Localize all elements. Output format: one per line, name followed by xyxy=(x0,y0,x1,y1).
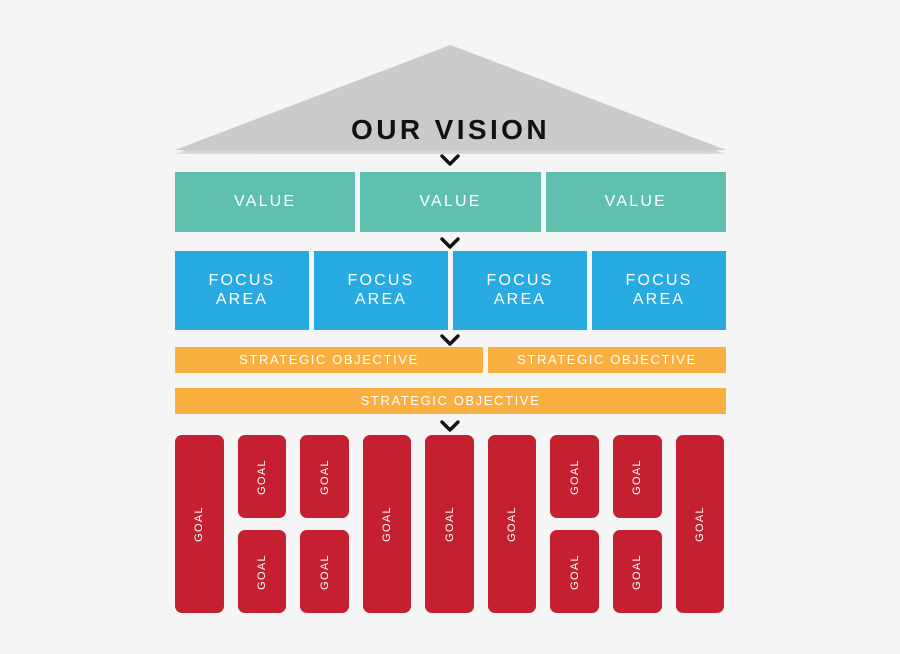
goal-column: GOAL GOAL xyxy=(237,435,287,613)
goal-box[interactable]: GOAL xyxy=(362,435,412,613)
goal-label: GOAL xyxy=(693,506,706,542)
strategic-objective-label: STRATEGIC OBJECTIVE xyxy=(360,393,541,409)
goal-label: GOAL xyxy=(568,553,581,590)
value-label: VALUE xyxy=(604,192,667,210)
goal-label: GOAL xyxy=(631,458,644,495)
focus-area-label-line2: AREA xyxy=(354,290,408,308)
goal-box[interactable]: GOAL xyxy=(300,530,349,613)
focus-area-label-line1: FOCUS xyxy=(347,271,415,289)
focus-area-label-line1: FOCUS xyxy=(208,271,276,289)
goal-label: GOAL xyxy=(255,553,268,590)
goal-box[interactable]: GOAL xyxy=(675,435,725,613)
focus-area-label-line1: FOCUS xyxy=(486,271,554,289)
focus-area-label-line2: AREA xyxy=(493,290,547,308)
goal-label: GOAL xyxy=(568,458,581,495)
goal-label: GOAL xyxy=(318,458,331,495)
value-box[interactable]: VALUE xyxy=(175,172,356,232)
goal-box[interactable]: GOAL xyxy=(550,435,599,518)
focus-area-label-line2: AREA xyxy=(632,290,686,308)
value-label: VALUE xyxy=(419,192,482,210)
value-box[interactable]: VALUE xyxy=(545,172,726,232)
strategic-objective-box[interactable]: STRATEGIC OBJECTIVE xyxy=(175,388,726,414)
goal-label: GOAL xyxy=(255,458,268,495)
goal-label: GOAL xyxy=(380,506,393,542)
value-box[interactable]: VALUE xyxy=(360,172,541,232)
strategic-objectives-row-1: STRATEGIC OBJECTIVE STRATEGIC OBJECTIVE xyxy=(175,347,726,373)
focus-area-label-line2: AREA xyxy=(215,290,269,308)
chevron-down-icon xyxy=(439,419,461,433)
goal-box[interactable]: GOAL xyxy=(300,435,349,518)
goal-box[interactable]: GOAL xyxy=(612,530,662,613)
strategic-objective-label: STRATEGIC OBJECTIVE xyxy=(517,352,697,368)
focus-area-label-line1: FOCUS xyxy=(625,271,693,289)
goal-box[interactable]: GOAL xyxy=(175,435,224,613)
goal-column: GOAL xyxy=(175,435,224,613)
goal-label: GOAL xyxy=(193,506,206,542)
goal-box[interactable]: GOAL xyxy=(612,435,662,518)
chevron-down-icon xyxy=(439,333,461,347)
strategic-objective-box[interactable]: STRATEGIC OBJECTIVE xyxy=(175,347,483,373)
strategic-objectives-row-2: STRATEGIC OBJECTIVE xyxy=(175,388,726,414)
goal-column: GOAL xyxy=(425,435,474,613)
strategic-objective-box[interactable]: STRATEGIC OBJECTIVE xyxy=(488,347,726,373)
value-label: VALUE xyxy=(234,192,297,210)
goal-label: GOAL xyxy=(631,553,644,590)
chevron-down-icon xyxy=(439,153,461,167)
vision-pediment[interactable]: OUR VISION xyxy=(175,45,726,154)
goal-column: GOAL GOAL xyxy=(550,435,599,613)
strategic-objective-label: STRATEGIC OBJECTIVE xyxy=(239,352,419,368)
goal-label: GOAL xyxy=(443,506,456,542)
vision-title: OUR VISION xyxy=(351,114,550,145)
goal-box[interactable]: GOAL xyxy=(487,435,537,613)
chevron-down-icon xyxy=(439,236,461,250)
goal-label: GOAL xyxy=(318,553,331,590)
goal-box[interactable]: GOAL xyxy=(237,530,287,613)
goal-box[interactable]: GOAL xyxy=(237,435,287,518)
values-row: VALUE VALUE VALUE xyxy=(175,172,726,232)
goal-column: GOAL xyxy=(362,435,412,613)
goal-box[interactable]: GOAL xyxy=(425,435,474,613)
goal-column: GOAL xyxy=(675,435,725,613)
goal-box[interactable]: GOAL xyxy=(550,530,599,613)
goal-label: GOAL xyxy=(506,506,519,542)
goal-column: GOAL GOAL xyxy=(300,435,349,613)
goal-column: GOAL xyxy=(487,435,537,613)
goal-column: GOAL GOAL xyxy=(612,435,662,613)
